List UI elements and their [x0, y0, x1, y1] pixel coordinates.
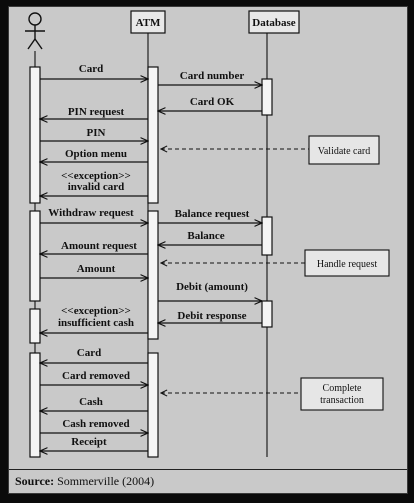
debit-response-label: Debit response: [177, 310, 246, 322]
database-participant-label: Database: [252, 17, 296, 29]
insufficient-cash-label: insufficient cash: [58, 317, 134, 329]
balance-label: Balance: [187, 230, 224, 242]
cash-removed-label: Cash removed: [62, 418, 129, 430]
atm-participant-label: ATM: [136, 17, 161, 29]
customer-activation-1: [29, 66, 41, 204]
source-caption: Source: Sommerville (2004): [9, 469, 407, 493]
card-removed-label: Card removed: [62, 370, 130, 382]
source-caption-label: Source:: [15, 474, 55, 488]
cash-label: Cash: [79, 396, 103, 408]
validate-card-note: [308, 135, 380, 165]
customer-actor-icon: [25, 12, 45, 50]
amount-request-label: Amount request: [61, 240, 137, 252]
invalid-card-label: invalid card: [68, 181, 125, 193]
receipt-label: Receipt: [71, 436, 107, 448]
sequence-diagram: ATM Database: [25, 10, 390, 458]
card-ok-label: Card OK: [190, 96, 235, 108]
source-caption-text: Sommerville (2004): [57, 474, 155, 488]
handle-request-note-label: Handle request: [317, 259, 377, 270]
option-menu-label: Option menu: [65, 148, 127, 160]
complete-transaction-note-label-1: Complete: [323, 383, 362, 394]
database-participant-box: [248, 10, 300, 34]
customer-activation-3: [29, 308, 41, 344]
debit-amount-label: Debit (amount): [176, 281, 248, 293]
atm-activation-2: [147, 210, 159, 340]
sequence-diagram-frame: ATM Database: [8, 6, 408, 494]
card-return-label: Card: [77, 347, 101, 359]
complete-transaction-note-label-2: transaction: [320, 395, 364, 406]
invalid-card-exception-label: <<exception>>: [61, 170, 131, 182]
validate-card-note-label: Validate card: [318, 146, 370, 157]
complete-transaction-note: [300, 377, 384, 411]
atm-activation-3: [147, 352, 159, 458]
database-activation-1: [261, 78, 273, 116]
handle-request-note: [304, 249, 390, 277]
card-number-label: Card number: [180, 70, 245, 82]
database-activation-2: [261, 216, 273, 256]
pin-label: PIN: [87, 127, 106, 139]
atm-activation-1: [147, 66, 159, 204]
balance-request-label: Balance request: [175, 208, 250, 220]
insufficient-cash-exception-label: <<exception>>: [61, 305, 131, 317]
customer-activation-4: [29, 352, 41, 458]
amount-label: Amount: [77, 263, 116, 275]
customer-activation-2: [29, 210, 41, 302]
pin-request-label: PIN request: [68, 106, 125, 118]
database-activation-3: [261, 300, 273, 328]
card-label: Card: [79, 63, 103, 75]
withdraw-request-label: Withdraw request: [48, 207, 134, 219]
